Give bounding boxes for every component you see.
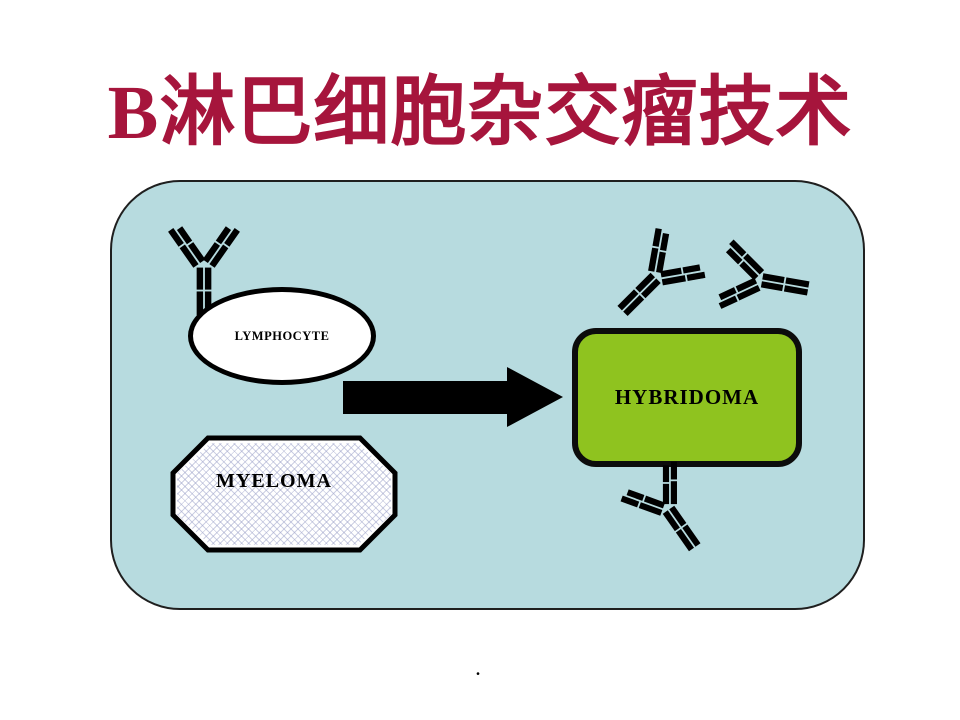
- antibody-icon: [713, 238, 815, 324]
- fusion-arrow-icon: [343, 367, 563, 427]
- slide-title: B淋巴细胞杂交瘤技术: [107, 71, 853, 155]
- lymphocyte-cell: LYMPHOCYTE: [188, 287, 376, 385]
- footer-dot: .: [475, 660, 481, 679]
- myeloma-cell: MYELOMA: [170, 435, 398, 553]
- myeloma-texture: [177, 443, 391, 545]
- hybridoma-label: HYBRIDOMA: [614, 385, 760, 409]
- lymphocyte-label: LYMPHOCYTE: [234, 328, 330, 343]
- myeloma-label: MYELOMA: [216, 469, 332, 492]
- hybridoma-cell: HYBRIDOMA: [572, 328, 802, 467]
